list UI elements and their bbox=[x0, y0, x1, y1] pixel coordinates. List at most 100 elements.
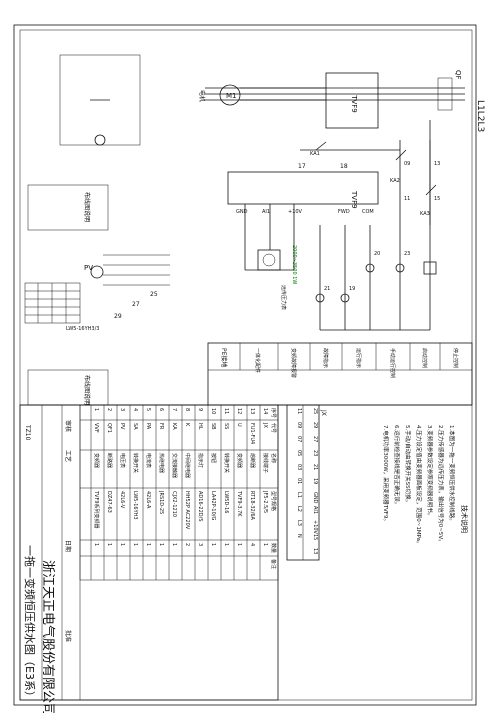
bom-cell: 4 bbox=[249, 543, 255, 546]
caption-box-top bbox=[27, 184, 109, 231]
terminal-entry: 19 bbox=[312, 478, 318, 484]
bom-cell: 中间继电器 bbox=[184, 453, 191, 478]
bom-cell: 热继电器 bbox=[158, 453, 165, 473]
note-line: 2.压力传感器为远传压力表，输出信号为0~5V。 bbox=[437, 425, 445, 545]
lamp-hl1-icon bbox=[315, 293, 325, 303]
bom-cell: 1 bbox=[145, 543, 151, 546]
terminal-entry: 23 bbox=[312, 450, 318, 456]
node-15: 15 bbox=[434, 196, 440, 202]
outer-frame bbox=[13, 24, 477, 706]
sensor-caption: 远传压力表 bbox=[280, 285, 287, 310]
terminal-entry: N bbox=[296, 534, 302, 538]
bom-cell: 1 bbox=[236, 543, 242, 546]
drawing-title: 一拖一变频恒压供水图（E3系） bbox=[23, 545, 37, 702]
bom-cell: DZ47-63 bbox=[106, 491, 112, 513]
caption-top: 布线图说明 bbox=[83, 192, 91, 222]
bom-cell: FR bbox=[158, 423, 164, 430]
relay-coil-icon bbox=[423, 261, 437, 275]
control-inverter-label: TVF9 bbox=[350, 190, 358, 209]
bom-cell: 14 bbox=[262, 408, 268, 414]
bom-cell: JF5-2.5/5 bbox=[262, 490, 268, 513]
bom-cell: VVF bbox=[93, 423, 99, 433]
relay-ka2: KA2 bbox=[390, 178, 400, 184]
bom-cell: 1 bbox=[223, 543, 229, 546]
terminal-gnd: GND bbox=[236, 209, 248, 215]
bom-cell: 4 bbox=[132, 408, 138, 411]
bom-header: 序号 bbox=[270, 408, 277, 418]
terminal-block-label: JX bbox=[320, 409, 327, 416]
bom-cell: 7 bbox=[171, 408, 177, 411]
switch-label: LW5-16YH3/3 bbox=[66, 326, 99, 332]
bom-header: 代号 bbox=[270, 423, 277, 433]
bom-cell: U bbox=[236, 423, 242, 427]
pressure-sensor bbox=[257, 249, 281, 271]
bom-cell: PA bbox=[145, 423, 151, 430]
node-23: 23 bbox=[404, 251, 410, 257]
power-inverter-box bbox=[325, 72, 379, 129]
bom-cell: 1 bbox=[210, 543, 216, 546]
gauge-icon bbox=[90, 265, 104, 279]
terminal-entry: 13 bbox=[312, 548, 318, 554]
bom-cell: 1 bbox=[262, 543, 268, 546]
lamp-hl2-icon bbox=[340, 293, 350, 303]
small-terminal-25: 25 bbox=[150, 291, 158, 298]
note-line: 3.变频器参数设定参照变频器说明书。 bbox=[426, 425, 434, 518]
node-13: 13 bbox=[434, 161, 440, 167]
bom-header: 备注 bbox=[270, 559, 277, 569]
bom-table: 序号代号名称型号规格数量备注14JX接线端子JF5-2.5/5113FU1-FU… bbox=[79, 404, 279, 581]
bom-cell: 熔断器 bbox=[249, 453, 256, 468]
caption-box-bottom bbox=[27, 369, 109, 406]
bom-cell: JX bbox=[262, 422, 268, 428]
motor-label: M1 bbox=[226, 92, 237, 100]
note-line: 6.运行前检查接线是否正确无误。 bbox=[393, 425, 401, 507]
gauge-label: PV bbox=[84, 264, 93, 272]
bom-cell: HH52P AC220V bbox=[184, 491, 190, 530]
sheet-label-0: 审核 bbox=[64, 420, 72, 432]
bom-cell: 1 bbox=[158, 543, 164, 546]
node-20: 20 bbox=[374, 251, 380, 257]
bom-cell: 13 bbox=[249, 408, 255, 414]
motor-caption: 电机 bbox=[198, 90, 206, 102]
bom-cell: PV bbox=[119, 423, 125, 430]
fn-header-6: 启动控制 bbox=[421, 348, 428, 368]
fn-header-3: 故障指示 bbox=[322, 348, 329, 368]
terminal-entry: L3 bbox=[296, 520, 302, 526]
bom-cell: 电压表 bbox=[119, 453, 126, 468]
terminal-entry: 09 bbox=[296, 422, 302, 428]
bom-cell: SA bbox=[132, 423, 138, 430]
node-09: 09 bbox=[404, 161, 410, 167]
terminal-entry: 07 bbox=[296, 436, 302, 442]
bom-cell: TVF9系列变频器 bbox=[93, 490, 100, 529]
bom-cell: LW5-16YH3 bbox=[132, 491, 138, 520]
inner-frame bbox=[19, 29, 473, 701]
terminal-entry: L2 bbox=[296, 506, 302, 512]
bom-header: 名称 bbox=[270, 453, 277, 463]
bom-cell: 42L6-V bbox=[119, 491, 125, 509]
title-block: 浙江天正电气股份有限公司 一拖一变频恒压供水图（E3系） 审核 工艺 日期 批准… bbox=[19, 404, 279, 713]
power-inverter-label: TVF9 bbox=[350, 94, 358, 113]
bom-cell: 转换开关 bbox=[132, 453, 139, 473]
bom-cell: SS bbox=[223, 423, 229, 429]
bom-cell: 1 bbox=[171, 543, 177, 546]
bom-cell: 转换开关 bbox=[223, 453, 230, 473]
bom-cell: QF1 bbox=[106, 423, 112, 433]
node-21: 21 bbox=[324, 286, 330, 292]
bom-cell: TVF9-3.7K bbox=[236, 490, 242, 517]
bom-cell: 12 bbox=[236, 408, 242, 414]
bom-cell: 1 bbox=[93, 408, 99, 411]
bom-cell: HL bbox=[197, 423, 203, 430]
bom-cell: KA bbox=[171, 423, 177, 430]
terminal-10v: +10V bbox=[288, 209, 303, 215]
lamp-hl3-icon bbox=[365, 263, 375, 273]
bom-cell: 变频器 bbox=[93, 453, 100, 468]
lamp-hl4-icon bbox=[395, 263, 405, 273]
terminal-entry: 01 bbox=[296, 478, 302, 484]
terminal-entry: 29 bbox=[312, 422, 318, 428]
sensor-range: 2000~3500 1W bbox=[291, 245, 297, 284]
bom-cell: 11 bbox=[223, 408, 229, 414]
terminal-entry: GND bbox=[312, 492, 318, 504]
bom-cell: LA42P-10/G bbox=[210, 491, 216, 520]
company-name: 浙江天正电气股份有限公司 bbox=[40, 560, 56, 713]
bom-cell: 按钮 bbox=[210, 453, 217, 463]
terminal-18: 18 bbox=[340, 163, 348, 170]
